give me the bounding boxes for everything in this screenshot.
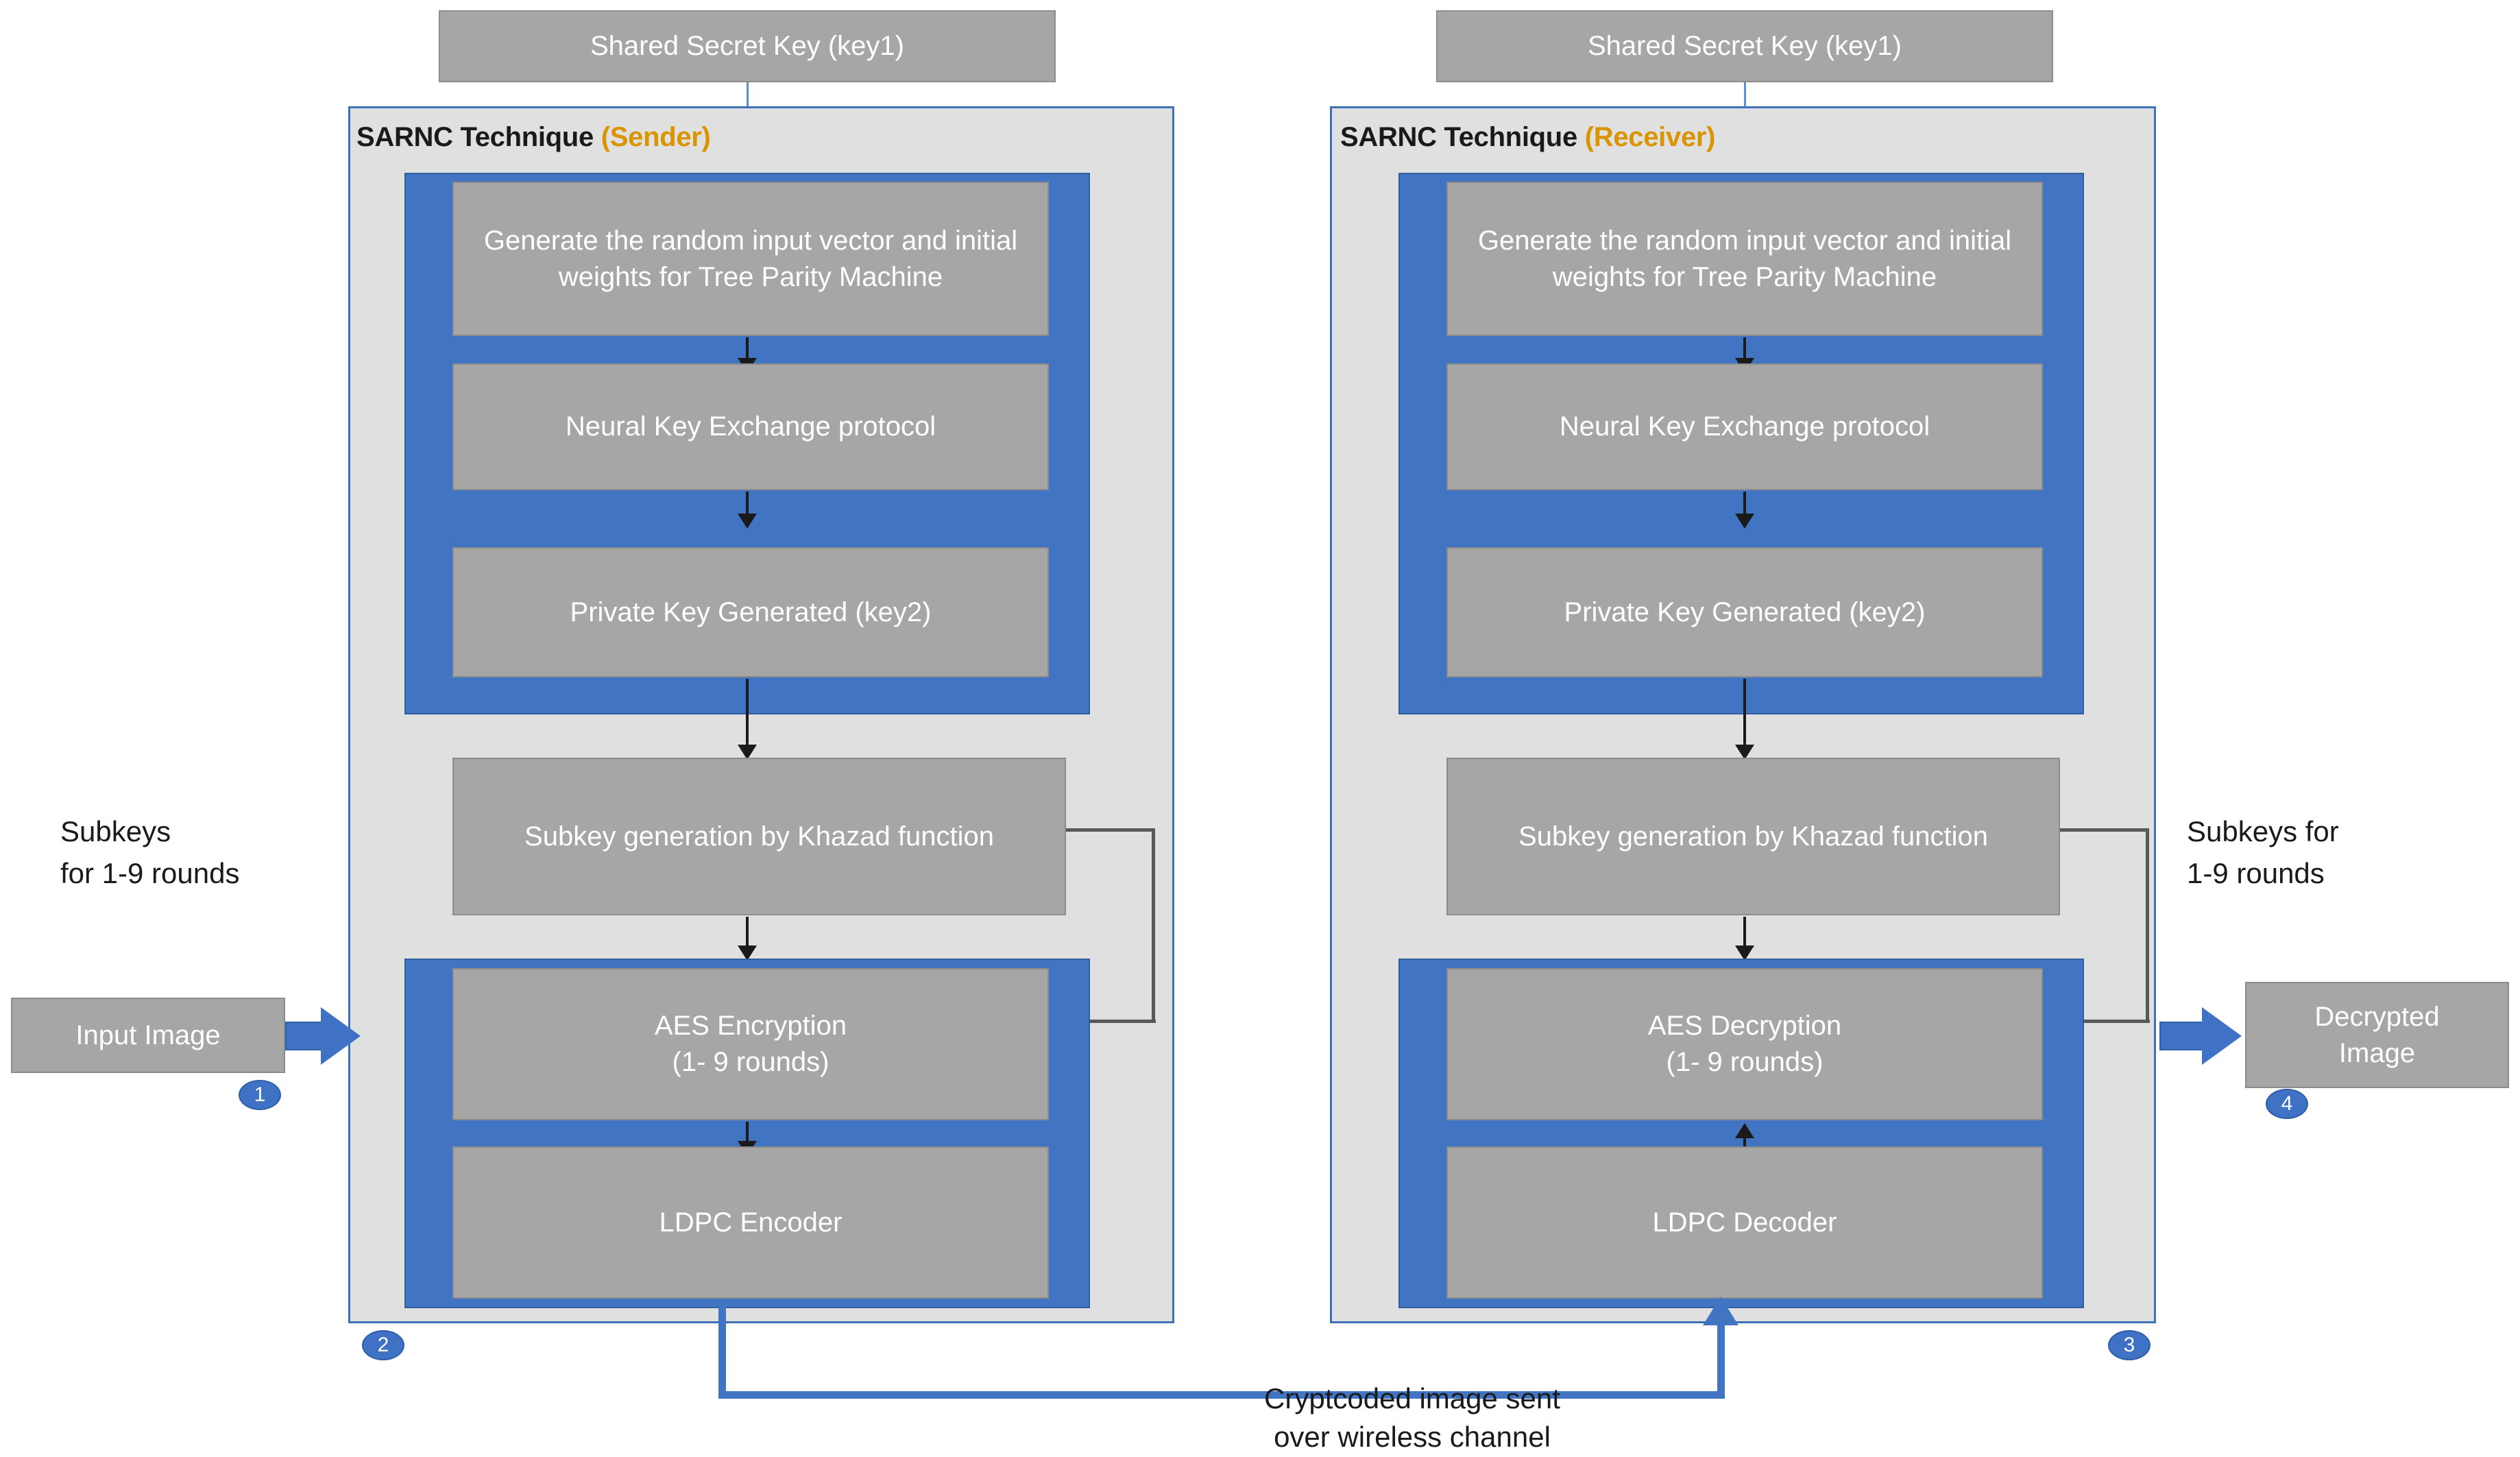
sender-step-private-key-label: Private Key Generated (key2) <box>570 597 932 627</box>
sender-step-nke-label: Neural Key Exchange protocol <box>565 411 936 442</box>
sender-step-ldpc-encoder: LDPC Encoder <box>452 1146 1049 1299</box>
receiver-subkey-feedback-bottom <box>2061 1020 2150 1023</box>
receiver-panel-badge: 3 <box>2108 1330 2151 1360</box>
decrypted-image-arrow <box>2159 1007 2242 1065</box>
sender-shared-secret-key-label: Shared Secret Key (key1) <box>590 31 904 62</box>
decrypted-image-label: Decrypted Image <box>2314 1001 2440 1068</box>
input-image-badge: 1 <box>239 1080 281 1110</box>
input-image-label: Input Image <box>75 1020 221 1050</box>
sender-step-aes-label: AES Encryption (1- 9 rounds) <box>654 1011 847 1077</box>
receiver-step-tpm-label: Generate the random input vector and ini… <box>1477 225 2012 292</box>
decrypted-image-badge-value: 4 <box>2281 1092 2293 1115</box>
receiver-shared-secret-key-label: Shared Secret Key (key1) <box>1588 31 1902 62</box>
sender-shared-secret-key-box: Shared Secret Key (key1) <box>439 10 1056 82</box>
sender-subkey-feedback-top <box>1066 828 1155 832</box>
receiver-step-tpm: Generate the random input vector and ini… <box>1446 182 2043 336</box>
channel-line-down-from-sender <box>718 1299 726 1399</box>
decrypted-image-badge: 4 <box>2266 1089 2308 1119</box>
receiver-step-subkey-generation: Subkey generation by Khazad function <box>1446 758 2060 915</box>
sender-panel-badge-value: 2 <box>377 1334 389 1356</box>
receiver-panel-title: SARNC Technique (Receiver) <box>1340 122 1715 153</box>
receiver-step-private-key: Private Key Generated (key2) <box>1446 547 2043 677</box>
receiver-step-ldpc-label: LDPC Decoder <box>1652 1207 1837 1238</box>
sender-step-private-key: Private Key Generated (key2) <box>452 547 1049 677</box>
sender-step-subkey-label: Subkey generation by Khazad function <box>524 821 994 852</box>
sender-step-subkey-generation: Subkey generation by Khazad function <box>452 758 1066 915</box>
receiver-step-aes-label: AES Decryption (1- 9 rounds) <box>1647 1011 1842 1077</box>
right-subkeys-text: Subkeys for 1-9 rounds <box>2187 815 2339 889</box>
receiver-step-ldpc-decoder: LDPC Decoder <box>1446 1146 2043 1299</box>
receiver-step-neural-key-exchange: Neural Key Exchange protocol <box>1446 363 2043 490</box>
channel-label-text: Cryptcoded image sent over wireless chan… <box>1264 1382 1560 1454</box>
sender-panel-title-role: (Sender) <box>601 122 711 152</box>
receiver-panel-title-main: SARNC Technique <box>1340 122 1577 152</box>
channel-arrowhead-up <box>1703 1297 1738 1325</box>
sender-step-tpm-label: Generate the random input vector and ini… <box>483 225 1018 292</box>
input-image-badge-value: 1 <box>254 1083 266 1106</box>
receiver-step-nke-label: Neural Key Exchange protocol <box>1559 411 1930 442</box>
receiver-shared-secret-key-box: Shared Secret Key (key1) <box>1436 10 2053 82</box>
sender-panel-title-main: SARNC Technique <box>356 122 594 152</box>
sender-panel-badge: 2 <box>362 1330 404 1360</box>
sender-subkey-feedback-vertical <box>1152 828 1155 1022</box>
input-image-arrow <box>285 1007 361 1065</box>
decrypted-image-box: Decrypted Image <box>2245 982 2509 1088</box>
sender-step-tpm: Generate the random input vector and ini… <box>452 182 1049 336</box>
receiver-step-aes-decryption: AES Decryption (1- 9 rounds) <box>1446 968 2043 1120</box>
sender-step-aes-encryption: AES Encryption (1- 9 rounds) <box>452 968 1049 1120</box>
receiver-panel-badge-value: 3 <box>2123 1334 2135 1356</box>
sender-step-neural-key-exchange: Neural Key Exchange protocol <box>452 363 1049 490</box>
left-subkeys-text: Subkeys for 1-9 rounds <box>60 815 240 889</box>
channel-label: Cryptcoded image sent over wireless chan… <box>1165 1340 1659 1457</box>
receiver-step-subkey-label: Subkey generation by Khazad function <box>1518 821 1988 852</box>
sender-subkey-feedback-bottom <box>1067 1020 1156 1023</box>
diagram-canvas: Shared Secret Key (key1) SARNC Technique… <box>11 10 2509 1453</box>
channel-line-up-to-receiver <box>1717 1323 1725 1395</box>
left-subkeys-label: Subkeys for 1-9 rounds <box>60 769 335 895</box>
receiver-panel-title-role: (Receiver) <box>1584 122 1716 152</box>
receiver-subkey-feedback-top <box>2060 828 2149 832</box>
channel-line-horizontal <box>718 1391 1725 1399</box>
right-subkeys-label: Subkeys for 1-9 rounds <box>2187 769 2475 895</box>
sender-panel-title: SARNC Technique (Sender) <box>356 122 711 153</box>
sender-step-ldpc-label: LDPC Encoder <box>659 1207 843 1238</box>
receiver-step-private-key-label: Private Key Generated (key2) <box>1564 597 1926 627</box>
receiver-subkey-feedback-vertical <box>2146 828 2149 1022</box>
input-image-box: Input Image <box>11 998 285 1073</box>
